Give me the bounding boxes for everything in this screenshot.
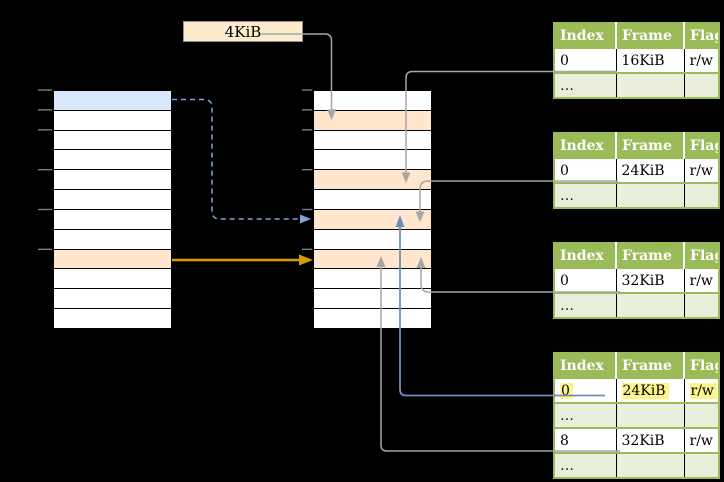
column-header-flags: Flags [683,133,719,158]
column-header-index: Index [554,133,616,158]
column-header-frame: Frame [615,23,684,48]
column-header-flags: Flags [683,243,719,268]
frame-row [314,150,431,171]
frame-row [314,289,431,310]
page-row [54,170,171,191]
page-row [54,309,171,328]
column-header-frame: Frame [615,353,684,378]
frame-row [314,209,431,230]
page-table-cell [615,73,684,98]
page-table-cell: … [554,183,616,208]
page-table-cell [615,293,684,318]
frame-row [314,229,431,250]
page-table-cell: … [554,73,616,98]
page-table-entry-row: … [554,183,719,208]
page-table-cell [615,403,684,428]
page-row [54,209,171,230]
page-table-cell [683,453,719,478]
page-table-cell: r/w [683,158,719,183]
page-row [54,150,171,171]
page-table-entry-row: … [554,293,719,318]
column-header-frame: Frame [615,133,684,158]
column-header-index: Index [554,353,616,378]
frame-row [314,269,431,290]
page-row [54,190,171,210]
frame-row [314,91,431,111]
highlighted-value: 0 [560,382,573,399]
page-table-cell: 24KiB [615,158,684,183]
frame-row [314,110,431,131]
page-row [54,130,171,151]
frame-row [314,249,431,270]
page-table-cell: r/w [683,428,719,453]
page-table-entry-row: 0 24KiB r/w [554,378,719,403]
page-table-cell: … [554,403,616,428]
highlighted-value: r/w [689,382,717,399]
page-row [54,110,171,131]
column-header-flags: Flags [683,23,719,48]
page-table-cell: 32KiB [615,428,684,453]
page-table-cell: … [554,453,616,478]
page-table-4: IndexFrameFlags024KiBr/w…832KiBr/w… [553,352,720,479]
page-table-cell [683,403,719,428]
arrow-orange-page-to-frame9 [172,254,313,266]
page-row [54,269,171,290]
page-table-cell: r/w [683,48,719,73]
virtual-pages-table [53,90,172,329]
column-header-index: Index [554,23,616,48]
page-table-cell [683,183,719,208]
frame-row [314,190,431,210]
page-table-cell: 24KiB [615,378,684,403]
page-table-entry-row: … [554,73,719,98]
page-table-entry-row: … [554,453,719,478]
column-header-flags: Flags [683,353,719,378]
page-table-cell: 0 [554,268,616,293]
column-header-frame: Frame [615,243,684,268]
page-table-cell: 8 [554,428,616,453]
page-table-cell [683,73,719,98]
page-table-cell: 0 [554,378,616,403]
physical-memory-frames-table [313,90,432,329]
page-table-cell: r/w [683,378,719,403]
page-table-cell [615,453,684,478]
frame-row [314,130,431,151]
page-table-cell: 0 [554,48,616,73]
frame-size-label: 4KiB [224,22,262,41]
page-table-cell: 16KiB [615,48,684,73]
page-table-cell [683,293,719,318]
frame-size-label-box: 4KiB [183,21,303,42]
column-header-index: Index [554,243,616,268]
page-row [54,229,171,250]
page-table-cell: r/w [683,268,719,293]
frame-row [314,170,431,191]
page-table-cell: 0 [554,158,616,183]
arrow-blue-page-to-frame7-dashed [172,98,311,224]
page-table-entry-row: … [554,403,719,428]
page-table-cell: 32KiB [615,268,684,293]
page-table-cell: … [554,293,616,318]
page-table-2: IndexFrameFlags024KiBr/w… [553,132,720,209]
page-table-1: IndexFrameFlags016KiBr/w… [553,22,720,99]
highlighted-value: 24KiB [621,382,669,399]
page-row [54,289,171,310]
page-table-3: IndexFrameFlags032KiBr/w… [553,242,720,319]
frame-row [314,309,431,328]
page-row [54,249,171,270]
page-row [54,91,171,111]
page-table-cell [615,183,684,208]
